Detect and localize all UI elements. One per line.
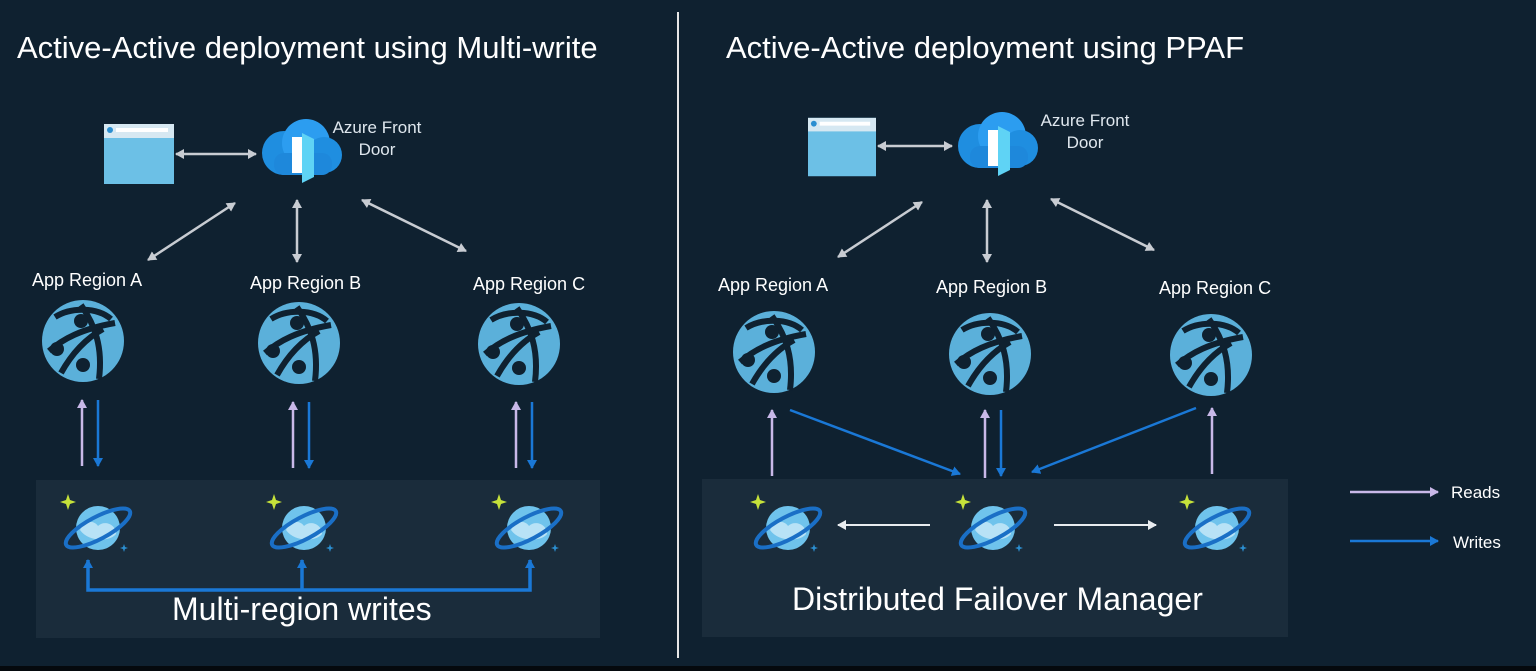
left-region-c-label: App Region C [473, 274, 586, 294]
right-front-door-label: Azure Front Door [1030, 110, 1140, 154]
azure-front-door-icon [958, 112, 1038, 176]
legend-writes-label: Writes [1453, 533, 1501, 552]
frontdoor-region-c-arrow [1050, 197, 1155, 252]
right-region-c-label: App Region C [1159, 278, 1272, 298]
left-region-a-label: App Region A [32, 270, 143, 290]
right-diagram [702, 112, 1288, 637]
app-service-globe-icon [949, 313, 1031, 395]
front-door-label-line1: Azure Front [1040, 111, 1130, 130]
bottom-edge [0, 666, 1536, 671]
frontdoor-region-a-arrow [147, 201, 236, 262]
right-panel-label: Distributed Failover Manager [792, 581, 1203, 617]
right-region-b-label: App Region B [936, 277, 1048, 297]
frontdoor-region-c-arrow [361, 198, 467, 253]
write-arrow [1031, 406, 1197, 474]
app-service-globe-icon [258, 302, 340, 384]
multi-region-write-bus [83, 559, 535, 592]
app-service-globe-icon [733, 311, 815, 393]
left-diagram [36, 119, 600, 638]
app-service-globe-icon [42, 300, 124, 382]
database-panel [702, 479, 1288, 637]
app-service-globe-icon [1170, 314, 1252, 396]
browser-window-icon [808, 117, 876, 177]
legend-reads-label: Reads [1451, 483, 1501, 502]
browser-window-icon [104, 124, 174, 184]
right-region-a-label: App Region A [718, 275, 829, 295]
left-front-door-label: Azure Front Door [322, 117, 432, 161]
legend [1350, 487, 1439, 546]
front-door-label-line1: Azure Front [332, 118, 422, 137]
right-title: Active-Active deployment using PPAF [726, 30, 1245, 65]
write-arrow [789, 408, 961, 476]
app-service-globe-icon [478, 303, 560, 385]
left-region-b-label: App Region B [250, 273, 362, 293]
left-title: Active-Active deployment using Multi-wri… [17, 30, 598, 65]
front-door-label-line2: Door [1066, 133, 1104, 152]
left-panel-label: Multi-region writes [172, 591, 432, 627]
frontdoor-region-a-arrow [837, 200, 923, 259]
front-door-label-line2: Door [358, 140, 396, 159]
